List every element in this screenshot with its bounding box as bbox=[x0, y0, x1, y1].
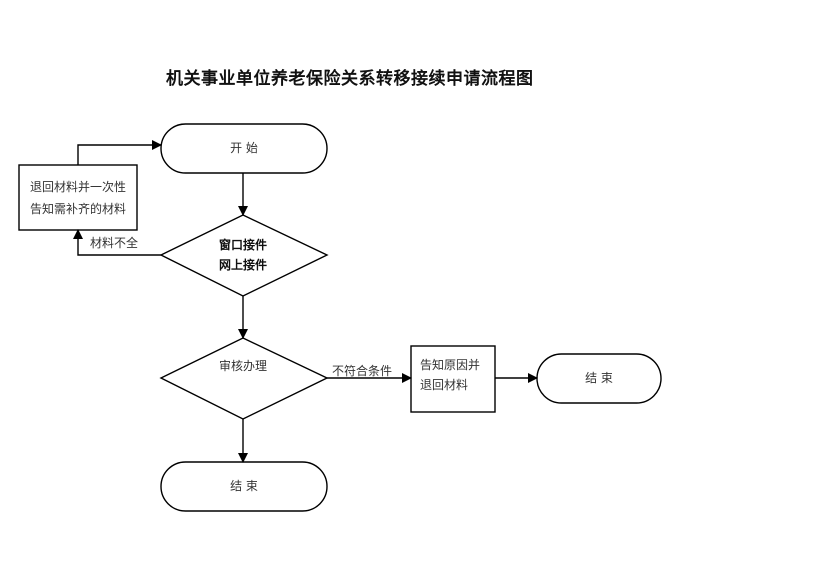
return-reason-line-2: 退回材料 bbox=[420, 378, 469, 392]
intake-label: 窗口接件 网上接件 bbox=[181, 235, 305, 275]
review-label: 审核办理 bbox=[218, 359, 267, 373]
edge-label-incomplete: 材料不全 bbox=[90, 236, 139, 250]
intake-label-line-2: 网上接件 bbox=[218, 258, 267, 272]
return-incomplete-line-2: 告知需补齐的材料 bbox=[29, 202, 126, 216]
end-main-label: 结 束 bbox=[230, 479, 258, 493]
intake-label-line-1: 窗口接件 bbox=[218, 238, 267, 252]
end-side-label: 结 束 bbox=[585, 371, 613, 385]
edge-intake-to-return-incomplete bbox=[73, 229, 161, 256]
edge-label-not-qualified: 不符合条件 bbox=[332, 364, 393, 378]
return-reason-line-1: 告知原因并 bbox=[420, 358, 481, 372]
return-incomplete-label: 退回材料并一次性 告知需补齐的材料 bbox=[19, 176, 137, 220]
diagram-title: 机关事业单位养老保险关系转移接续申请流程图 bbox=[166, 69, 534, 89]
start-label: 开 始 bbox=[230, 141, 258, 155]
review-decision bbox=[159, 337, 329, 420]
return-reason-label: 告知原因并 退回材料 bbox=[420, 355, 480, 395]
edge-return-incomplete-to-start bbox=[77, 140, 162, 165]
return-incomplete-line-1: 退回材料并一次性 bbox=[29, 180, 126, 194]
